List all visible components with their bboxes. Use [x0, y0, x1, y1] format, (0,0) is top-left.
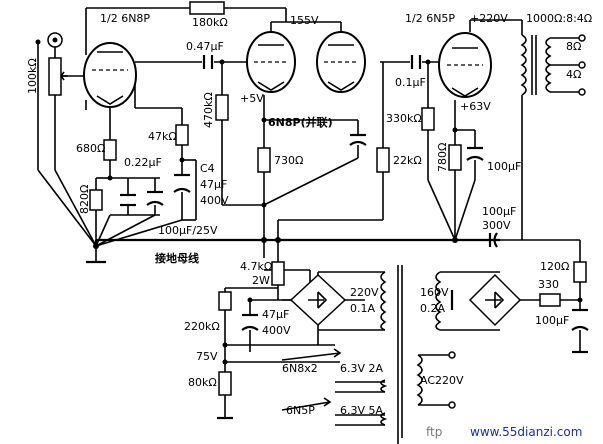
label-c022: 0.22μF — [124, 156, 162, 169]
heater-arrows — [281, 348, 342, 411]
label-r330: 330 — [538, 278, 559, 291]
tube-6n5p — [438, 32, 492, 98]
label-tube3: 1/2 6N5P — [405, 12, 455, 25]
watermark-url: www.55dianzi.com — [470, 425, 582, 439]
label-r47k2w: 4.7kΩ — [240, 260, 272, 273]
tube-6n8p-input — [83, 42, 137, 108]
capacitors — [120, 55, 589, 331]
label-r47k: 47kΩ — [148, 130, 177, 143]
label-ground-bus: 接地母线 — [155, 251, 199, 265]
label-c4-v: 400V — [200, 194, 229, 207]
label-r470k: 470kΩ — [202, 92, 215, 128]
label-c47-400: 47μF — [262, 308, 289, 321]
label-r730: 730Ω — [274, 154, 303, 167]
label-tube2: 6N8P(并联) — [268, 115, 333, 129]
label-v220: +220V — [470, 12, 508, 25]
labels: 1/2 6N8P 180kΩ 155V 1/2 6N5P +220V 1000Ω… — [26, 12, 592, 439]
label-r680: 680Ω — [76, 142, 105, 155]
label-r220k: 220kΩ — [184, 320, 220, 333]
label-heater1-v: 6.3V 2A — [340, 362, 384, 375]
label-c47-400v: 400V — [262, 324, 291, 337]
label-v155: 155V — [290, 14, 319, 27]
bridge-rectifier-left — [289, 273, 347, 327]
label-v75: 75V — [196, 350, 218, 363]
label-c047: 0.47μF — [186, 40, 224, 53]
volume-pot — [48, 57, 68, 96]
label-ac220: AC220V — [420, 374, 464, 387]
bridge-rectifier-right — [468, 273, 522, 327]
label-c01: 0.1μF — [395, 76, 426, 89]
wires — [37, 7, 581, 426]
resistors — [89, 1, 587, 396]
watermark-logo: ftp — [426, 425, 442, 439]
label-tube1: 1/2 6N8P — [100, 12, 150, 25]
label-c100-300: 100μF — [482, 205, 516, 218]
label-v160: 160V — [420, 286, 449, 299]
label-v220ac: 220V — [350, 286, 379, 299]
label-r330k: 330kΩ — [386, 112, 422, 125]
label-a01: 0.1A — [350, 302, 375, 315]
label-a02: 0.2A — [420, 302, 445, 315]
label-ratio: 1000Ω:8:4Ω — [526, 12, 592, 25]
label-r22k: 22kΩ — [393, 154, 422, 167]
label-c4-cap: 47μF — [200, 178, 227, 191]
label-heater2-name: 6N5P — [286, 404, 315, 417]
label-v63: +63V — [460, 100, 491, 113]
label-4ohm: 4Ω — [566, 68, 581, 81]
label-c100u: 100μF — [487, 160, 521, 173]
label-v5: +5V — [240, 92, 264, 105]
label-r820: 820Ω — [78, 185, 91, 214]
label-r120: 120Ω — [540, 260, 569, 273]
label-r80k: 80kΩ — [188, 376, 217, 389]
label-r100k: 100kΩ — [26, 58, 39, 94]
power-transformer — [380, 265, 456, 438]
tube-6n8p-parallel-a — [246, 31, 296, 93]
junction-dots — [93, 59, 583, 365]
label-c100-25: 100μF/25V — [158, 224, 218, 237]
label-r780: 780Ω — [436, 143, 449, 172]
label-c4: C4 — [200, 162, 215, 175]
label-r47k2w-p: 2W — [252, 274, 270, 287]
label-c100-r: 100μF — [535, 314, 569, 327]
label-heater2-v: 6.3V 5A — [340, 404, 384, 417]
tube-6n8p-parallel-b — [316, 31, 366, 93]
output-transformer — [520, 34, 586, 96]
ground-symbols — [217, 345, 588, 444]
label-c100-300v: 300V — [482, 219, 511, 232]
label-r180k: 180kΩ — [192, 16, 228, 29]
label-8ohm: 8Ω — [566, 40, 581, 53]
label-heater1-name: 6N8x2 — [282, 362, 318, 375]
input-jack — [35, 32, 63, 48]
